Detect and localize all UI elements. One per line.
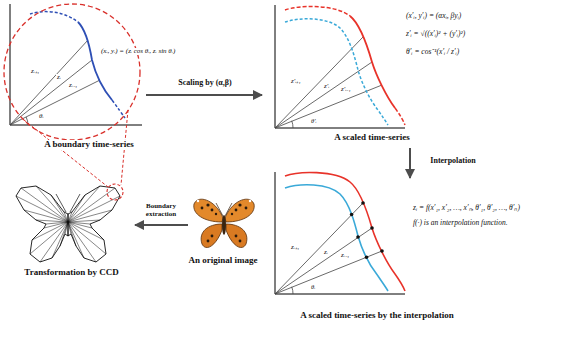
panel-caption: Transformation by CCD bbox=[23, 268, 120, 278]
original-curve bbox=[285, 185, 388, 291]
wing-spot bbox=[206, 203, 209, 206]
original-curve bbox=[285, 19, 388, 125]
math-label: zᵢ₊₁ bbox=[30, 68, 40, 75]
antenna bbox=[56, 194, 80, 212]
panel-caption: A boundary time-series bbox=[42, 140, 136, 150]
math-label: z′ᵢ₊₁ bbox=[290, 78, 302, 85]
scaled-curve bbox=[395, 108, 405, 125]
math-label: z′ᵢ = √((x′ᵢ)² + (y′ᵢ)²) bbox=[405, 30, 466, 38]
panel-caption: A scaled time-series bbox=[318, 133, 426, 143]
body bbox=[222, 215, 226, 235]
wing-spot bbox=[201, 203, 248, 242]
sample-dot bbox=[361, 201, 365, 205]
wing-spot bbox=[245, 207, 248, 210]
figure-panel: Transformation by CCD bbox=[8, 180, 135, 295]
wing-spot bbox=[231, 213, 233, 215]
zoom-circle bbox=[107, 184, 123, 200]
figure-panel: A scaled time-series by the interpolatio… bbox=[262, 178, 568, 333]
math-label: zᵢ₋₁ bbox=[340, 252, 350, 259]
antenna bbox=[216, 203, 232, 216]
math-label: zᵢ bbox=[56, 74, 62, 81]
scaled-curve bbox=[350, 16, 395, 108]
process-arrow bbox=[409, 148, 411, 178]
zoom-leader bbox=[24, 110, 128, 200]
wing-spot bbox=[211, 209, 214, 212]
math-label: z′ᵢ bbox=[323, 83, 330, 90]
math-label: f(·) is an interpolation function. bbox=[412, 219, 509, 227]
sample-dot bbox=[350, 201, 384, 259]
math-label: θ′ᵢ bbox=[310, 118, 318, 125]
math-label: zᵢ bbox=[323, 249, 329, 256]
sample-dot bbox=[380, 249, 384, 253]
wing-spot bbox=[197, 200, 199, 202]
wing bbox=[226, 224, 247, 248]
sample-dot bbox=[365, 255, 369, 259]
axes bbox=[10, 4, 142, 125]
process-arrow bbox=[146, 94, 262, 96]
ccd-ray bbox=[16, 186, 120, 262]
figure-panel: A scaled time-series bbox=[262, 3, 568, 148]
wing-spot bbox=[238, 203, 241, 206]
ccd-butterfly bbox=[16, 186, 120, 262]
interpolated-curve bbox=[285, 172, 405, 291]
wing-spot bbox=[239, 240, 242, 243]
sample-dot bbox=[356, 235, 360, 239]
wing-spot bbox=[249, 200, 251, 202]
arrow-label: Scaling by (α,β) bbox=[178, 78, 231, 87]
radius-line bbox=[275, 203, 382, 294]
radius-line bbox=[10, 40, 100, 125]
boundary-curve bbox=[78, 22, 112, 100]
math-label: θ′ᵢ = cos⁻¹(x′ᵢ / z′ᵢ) bbox=[405, 48, 460, 56]
wing-spot bbox=[207, 240, 210, 243]
sample-dot bbox=[370, 226, 374, 230]
axes bbox=[275, 172, 405, 294]
scaled-plot bbox=[275, 5, 405, 128]
butterfly-photo bbox=[194, 199, 254, 247]
wing bbox=[201, 224, 222, 248]
math-label: z′ᵢ₋₁ bbox=[340, 86, 352, 93]
scaled-curve bbox=[285, 6, 350, 16]
zoom-circle bbox=[4, 4, 140, 140]
wing-spot bbox=[235, 235, 238, 238]
boundary-curve bbox=[112, 100, 125, 118]
figure-panel: An original image bbox=[188, 190, 259, 285]
panel-caption: A scaled time-series by the interpolatio… bbox=[262, 311, 492, 321]
wing bbox=[194, 199, 223, 222]
wing-spot bbox=[215, 213, 217, 215]
wing-spot bbox=[211, 235, 214, 238]
angle-arc bbox=[292, 287, 293, 294]
panel-caption: An original image bbox=[188, 256, 258, 266]
axes bbox=[275, 5, 405, 128]
radius-line bbox=[275, 37, 382, 128]
interpolated-plot bbox=[275, 172, 405, 294]
sample-dot bbox=[350, 213, 354, 217]
math-label: (x′ᵢ, y′ᵢ) = (αxᵢ, βyᵢ) bbox=[405, 12, 462, 20]
math-label: (xᵢ, yᵢ) = (zᵢ cos θᵢ, zᵢ sin θᵢ) bbox=[100, 48, 176, 55]
math-label: zᵢ₊₁ bbox=[290, 244, 300, 251]
arrow-label: Boundary extraction bbox=[146, 202, 176, 218]
arrow-label: Interpolation bbox=[430, 156, 475, 165]
wing-spot bbox=[201, 207, 204, 210]
process-arrow bbox=[135, 224, 188, 226]
wing bbox=[225, 199, 254, 222]
math-label: zᵢ₋₁ bbox=[68, 82, 78, 89]
wing-spot bbox=[235, 209, 238, 212]
math-label: zᵢ = f(x′₁, x′₂, …, x′ₙ, θ′₁, θ′₂, …, θ′… bbox=[412, 204, 521, 212]
angle-arc bbox=[292, 121, 293, 128]
math-label: θᵢ bbox=[310, 284, 316, 291]
math-label: θᵢ bbox=[38, 113, 45, 120]
boundary-plot bbox=[4, 4, 142, 140]
